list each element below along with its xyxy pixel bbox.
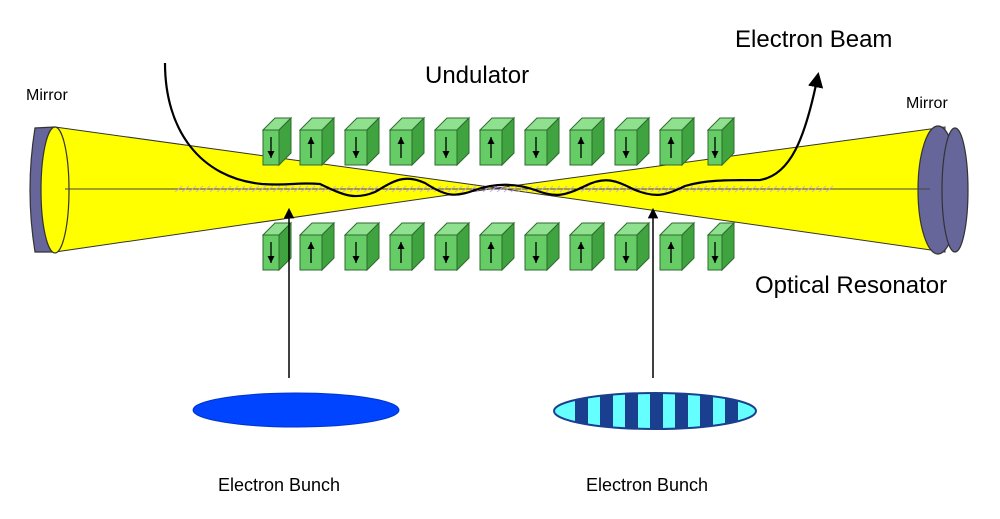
magnet-bottom-11-down (706, 221, 736, 272)
electron-bunch-microbunched (553, 392, 757, 430)
magnet-bottom-2-up (298, 221, 336, 272)
label-mirror-left: Mirror (26, 87, 68, 104)
undulator-top-magnets (261, 116, 736, 167)
label-optical-resonator: Optical Resonator (755, 272, 947, 299)
label-electron-bunch-left: Electron Bunch (218, 475, 340, 495)
label-undulator: Undulator (425, 62, 529, 89)
mirror-left (29, 126, 70, 254)
label-electron-beam: Electron Beam (735, 26, 892, 53)
electron-beam-path (163, 62, 824, 198)
magnet-top-9-down (613, 116, 651, 167)
magnet-bottom-5-down (433, 221, 471, 272)
magnet-top-1-down (261, 116, 293, 167)
magnet-bottom-3-down (343, 221, 381, 272)
label-electron-bunch-right: Electron Bunch (586, 475, 708, 495)
magnet-bottom-8-up (568, 221, 606, 272)
magnet-bottom-6-up (478, 221, 516, 272)
magnet-top-2-up (298, 116, 336, 167)
magnet-bottom-4-up (388, 221, 426, 272)
magnet-bottom-1-down (261, 221, 293, 272)
magnet-top-5-down (433, 116, 471, 167)
electron-bunch-uniform (192, 392, 400, 428)
magnet-top-3-down (343, 116, 381, 167)
magnet-top-4-up (388, 116, 426, 167)
magnet-bottom-7-down (523, 221, 561, 272)
mirror-right (917, 125, 969, 255)
magnet-bottom-9-down (613, 221, 651, 272)
label-mirror-right: Mirror (906, 95, 948, 112)
magnet-top-8-up (568, 116, 606, 167)
magnet-bottom-10-up (658, 221, 696, 272)
magnet-top-7-down (523, 116, 561, 167)
magnet-top-6-up (478, 116, 516, 167)
undulator-bottom-magnets (261, 221, 736, 272)
magnet-top-11-down (706, 116, 736, 167)
magnet-top-10-up (658, 116, 696, 167)
